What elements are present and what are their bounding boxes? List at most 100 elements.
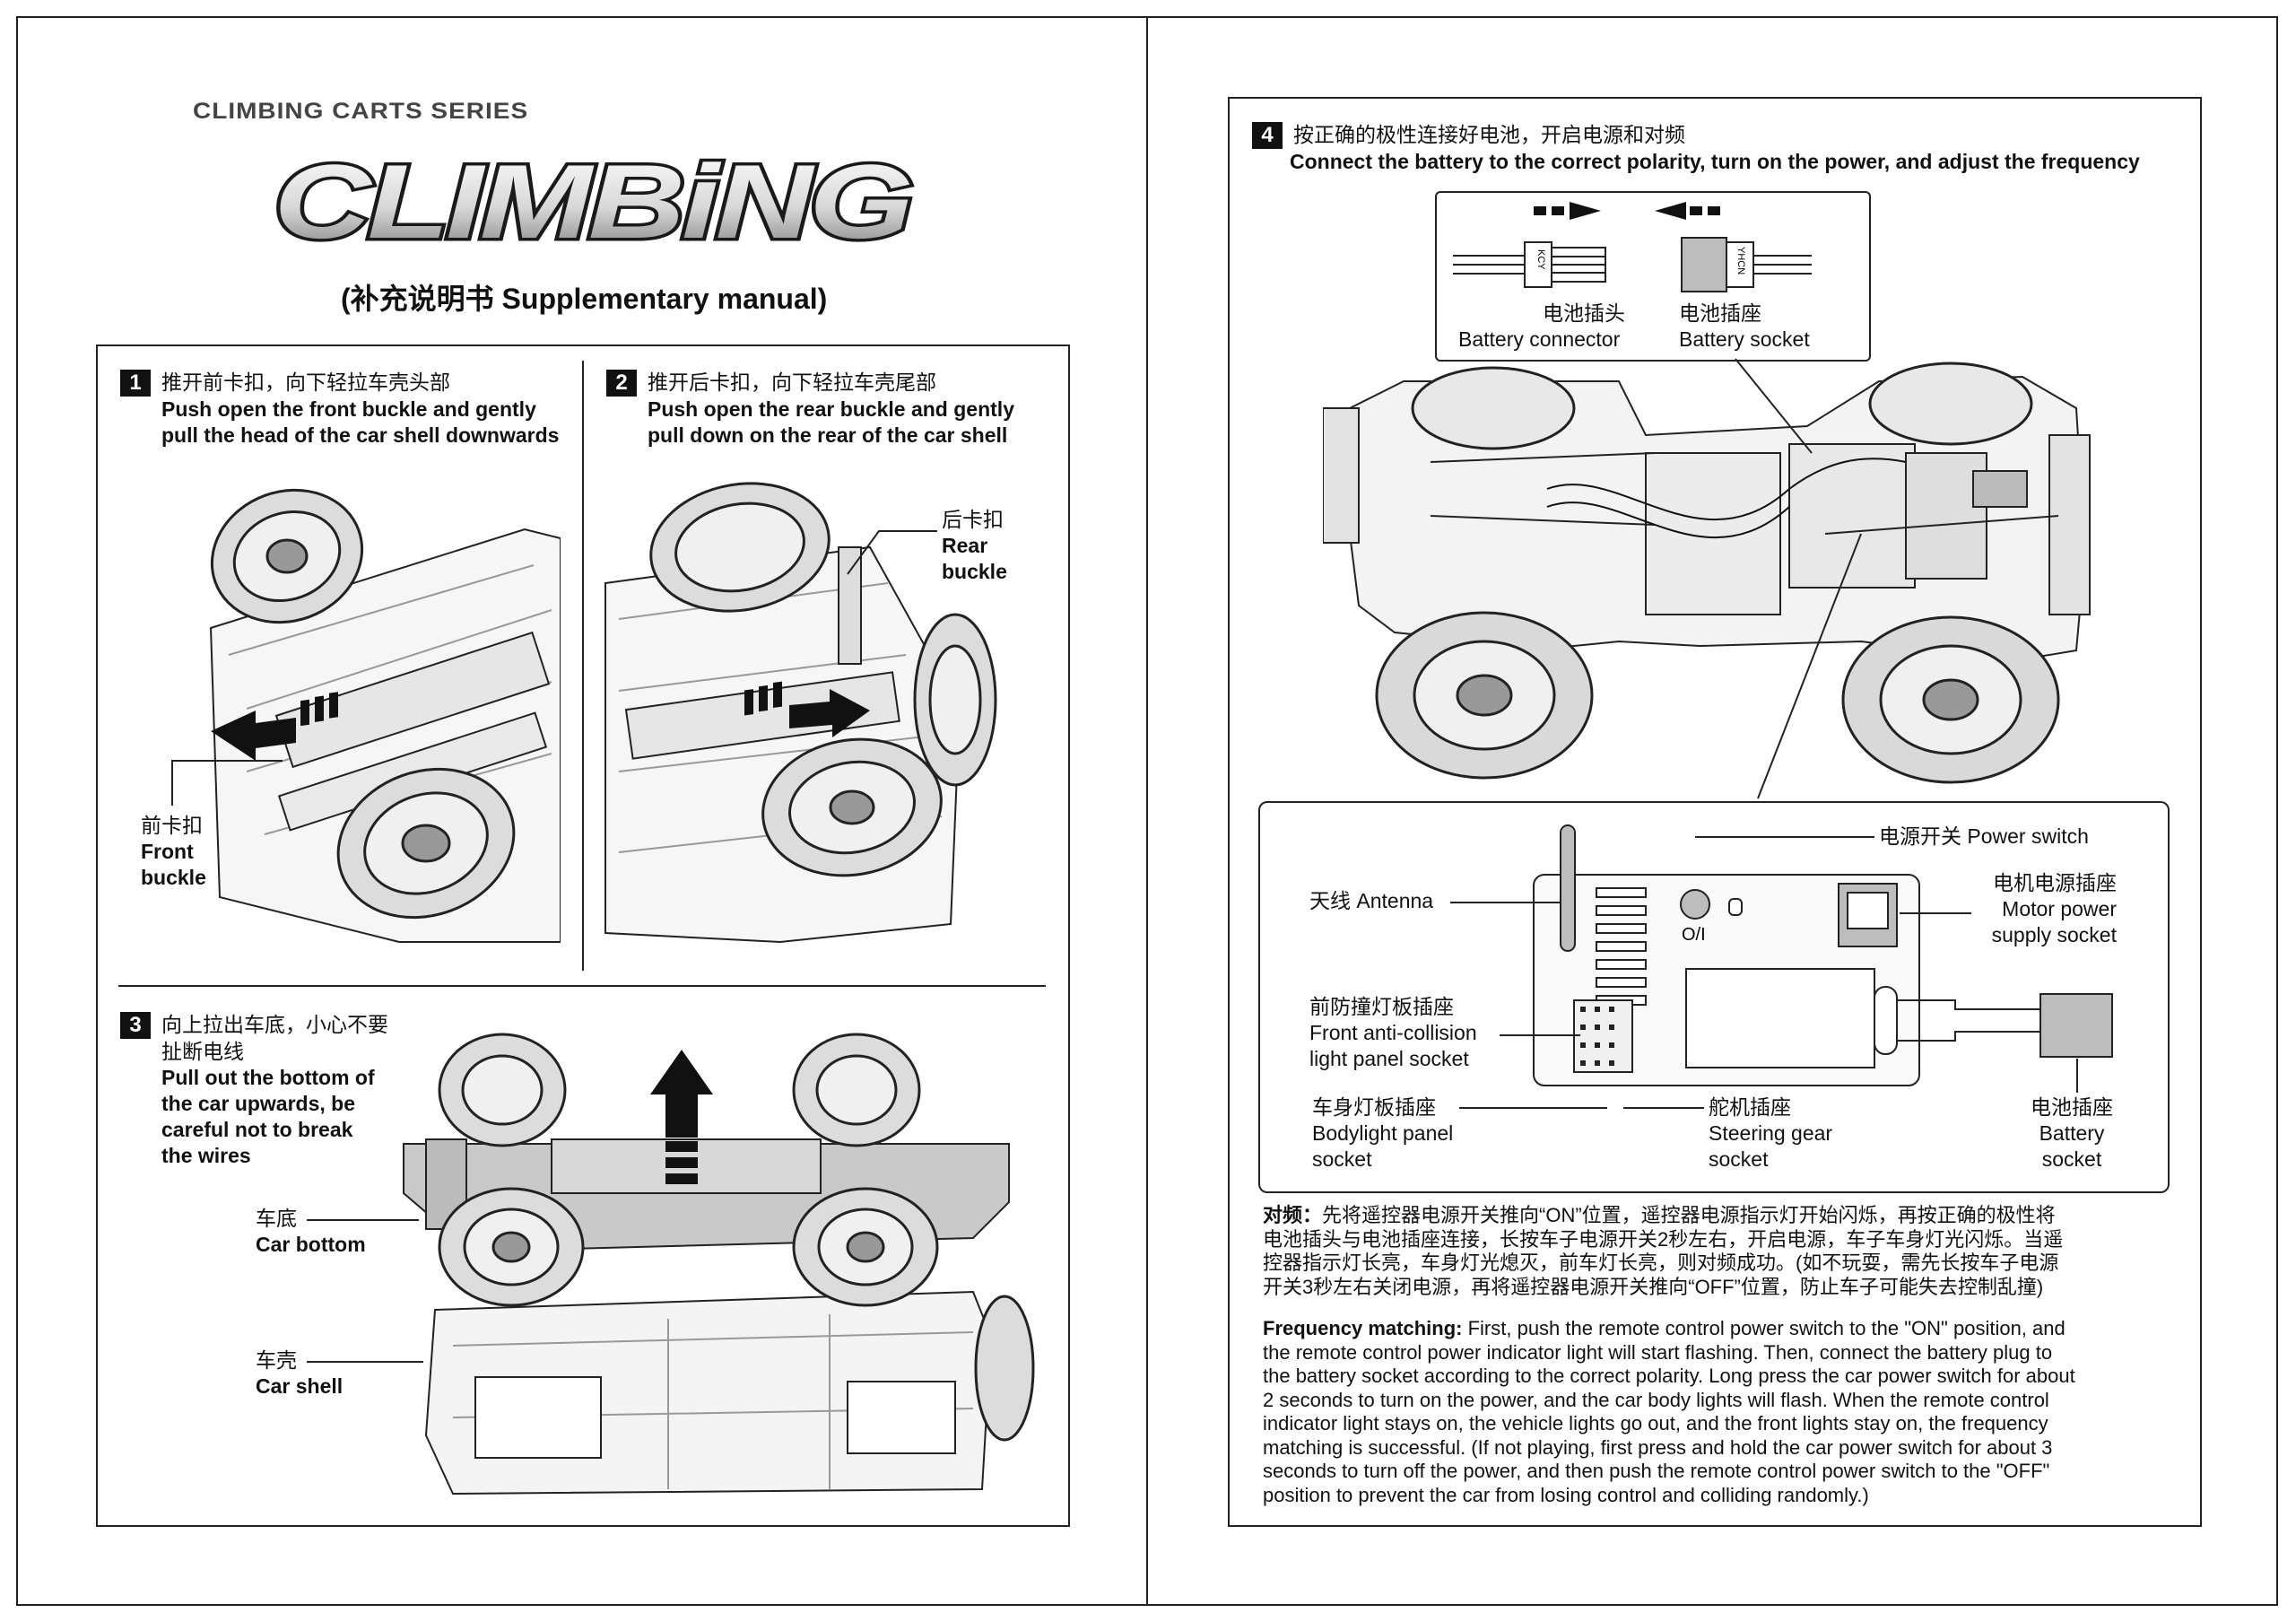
car-bottom-leader xyxy=(307,1219,419,1221)
arrow-right xyxy=(1534,202,1601,220)
car-shell-wheel xyxy=(974,1295,1035,1442)
freq-en-6: matching is successful. (If not playing,… xyxy=(1263,1435,2053,1459)
battery-connector-en: Battery connector xyxy=(1458,327,1621,351)
step4-wheels xyxy=(1375,362,2060,784)
step1-number: 1 xyxy=(120,370,151,397)
battery-connector-zh: 电池插头 xyxy=(1543,301,1625,325)
power-switch-leader xyxy=(1695,836,1874,838)
antenna-label: 天线 Antenna xyxy=(1309,889,1434,912)
steer-en-1: Steering gear xyxy=(1709,1121,1833,1145)
rear-buckle-en-2: buckle xyxy=(942,560,1007,583)
car-shell-leader xyxy=(307,1361,423,1363)
rear-wheel-bottom xyxy=(761,737,943,877)
antenna-wire xyxy=(1560,824,1576,952)
front-zh: 前防撞灯板插座 xyxy=(1309,995,1454,1018)
step2-number: 2 xyxy=(606,370,637,397)
body-leader xyxy=(1459,1107,1607,1109)
step2-en-2: pull down on the rear of the car shell xyxy=(648,423,1008,447)
antenna-leader xyxy=(1450,902,1561,903)
rear-buckle-en-1: Rear xyxy=(942,534,988,557)
car-shell-body xyxy=(424,1290,993,1496)
front-buckle-en-2: buckle xyxy=(141,866,206,889)
body-zh: 车身灯板插座 xyxy=(1312,1095,1436,1119)
motor-en-2: supply socket xyxy=(1991,923,2117,946)
freq-en-2: the remote control power indicator light… xyxy=(1263,1340,2053,1364)
rear-wheel-right xyxy=(913,613,997,787)
step3-en-4: the wires xyxy=(161,1144,251,1167)
body-en-1: Bodylight panel xyxy=(1312,1121,1454,1145)
batt-leader xyxy=(2076,1059,2078,1093)
motor-en-1: Motor power xyxy=(2002,897,2117,920)
battery-socket-zh: 电池插座 xyxy=(1679,301,1761,325)
battery-socket-label: 电池插座 Battery socket xyxy=(2018,1094,2126,1173)
step2-zh: 推开后卡扣，向下轻拉车壳尾部 xyxy=(648,371,936,394)
car-bottom-label: 车底 Car bottom xyxy=(256,1206,366,1258)
step4-number: 4 xyxy=(1252,122,1283,149)
connector-inset xyxy=(1435,191,1871,362)
step3-en-2: the car upwards, be xyxy=(161,1092,356,1115)
freq-en-3: the battery socket according to the corr… xyxy=(1263,1365,2075,1387)
freq-zh-label: 对频： xyxy=(1263,1204,1323,1226)
switch-mark: O/I xyxy=(1682,925,1706,945)
freq-en-label: Frequency matching: xyxy=(1263,1317,1463,1339)
step2-callout-line xyxy=(847,530,937,575)
pin-header xyxy=(1573,999,1633,1073)
freq-en-8: position to prevent the car from losing … xyxy=(1263,1483,1869,1506)
car-bottom-zh: 车底 xyxy=(256,1207,297,1230)
front-buckle-zh: 前卡扣 xyxy=(141,814,203,837)
motor-leader xyxy=(1900,912,1971,914)
steering-label: 舵机插座 Steering gear socket xyxy=(1709,1094,1832,1173)
step1-en-2: pull the head of the car shell downwards xyxy=(161,423,560,447)
up-arrow xyxy=(650,1050,713,1184)
plug-mark-right: YHCN xyxy=(1735,247,1746,275)
car-shell-zh: 车壳 xyxy=(256,1348,297,1372)
steer-zh: 舵机插座 xyxy=(1709,1095,1791,1119)
step1-callout-line xyxy=(171,760,283,806)
push-arrow-rear xyxy=(744,681,870,737)
push-arrow xyxy=(211,692,338,761)
step3-en-1: Pull out the bottom of xyxy=(161,1066,375,1089)
page-border-right xyxy=(1146,16,2278,1606)
step1-zh: 推开前卡扣，向下轻拉车壳头部 xyxy=(161,371,450,394)
power-switch-label: 电源开关 Power switch xyxy=(1879,824,2089,848)
step3-illustration xyxy=(403,1033,1035,1496)
motor-socket-label: 电机电源插座 Motor power supply socket xyxy=(1973,870,2117,948)
front-leader xyxy=(1500,1034,1580,1036)
power-switch-button xyxy=(1680,889,1710,920)
batt-en-1: Battery xyxy=(2039,1121,2105,1145)
freq-zh-3: 控器指示灯长亮，车身灯光熄灭，前车灯长亮，则对频成功。(如不玩耍，需先长按车子电… xyxy=(1263,1251,2059,1274)
receiver-inset xyxy=(1258,801,2170,1193)
step3-number: 3 xyxy=(120,1012,151,1039)
freq-zh-1: 先将遥控器电源开关推向“ON”位置，遥控器电源指示灯开始闪烁，再按正确的极性将 xyxy=(1322,1204,2056,1226)
arrow-left xyxy=(1655,202,1720,220)
front-light-label: 前防撞灯板插座 Front anti-collision light panel… xyxy=(1309,994,1477,1072)
rear-buckle-zh: 后卡扣 xyxy=(942,508,1004,531)
steps-panel xyxy=(96,344,1070,1527)
step3-zh-2: 扯断电线 xyxy=(161,1040,244,1063)
step2-en-1: Push open the rear buckle and gently xyxy=(648,397,1014,421)
freq-zh-4: 开关3秒左右关闭电源，再将遥控器电源开关推向“OFF”位置，防止车子可能失去控制… xyxy=(1263,1275,2044,1298)
car-shell-en: Car shell xyxy=(256,1374,344,1398)
motor-zh: 电机电源插座 xyxy=(1993,871,2117,894)
freq-en-7: seconds to turn off the power, and then … xyxy=(1263,1460,2050,1482)
connector-diagram: KCY YHCN xyxy=(1453,202,1812,292)
receiver-board: O/I xyxy=(1533,824,2113,1086)
step1-callout: 前卡扣 Front buckle xyxy=(141,813,206,891)
steer-en-2: socket xyxy=(1709,1147,1769,1171)
freq-zh-2: 电池插头与电池插座连接，长按车子电源开关2秒左右，开启电源，车子车身灯光闪烁。当… xyxy=(1263,1227,2064,1251)
receiver-chip xyxy=(1685,968,1875,1068)
front-en-1: Front anti-collision xyxy=(1309,1021,1477,1044)
subtitle: (补充说明书 Supplementary manual) xyxy=(341,283,828,315)
climbing-logo: CLIMBiNG xyxy=(270,139,917,264)
plug-mark-left: KCY xyxy=(1535,249,1546,270)
freq-en-5: indicator light stays on, the vehicle li… xyxy=(1263,1412,2048,1435)
front-buckle-en-1: Front xyxy=(141,840,194,863)
step1-illustration xyxy=(209,488,561,943)
battery-socket-block xyxy=(2039,993,2113,1058)
freq-en-1: First, push the remote control power swi… xyxy=(1462,1317,2066,1339)
car-shell-label: 车壳 Car shell xyxy=(256,1347,343,1400)
step1-en-1: Push open the front buckle and gently xyxy=(161,397,536,421)
front-wheel-bottom xyxy=(336,767,516,920)
